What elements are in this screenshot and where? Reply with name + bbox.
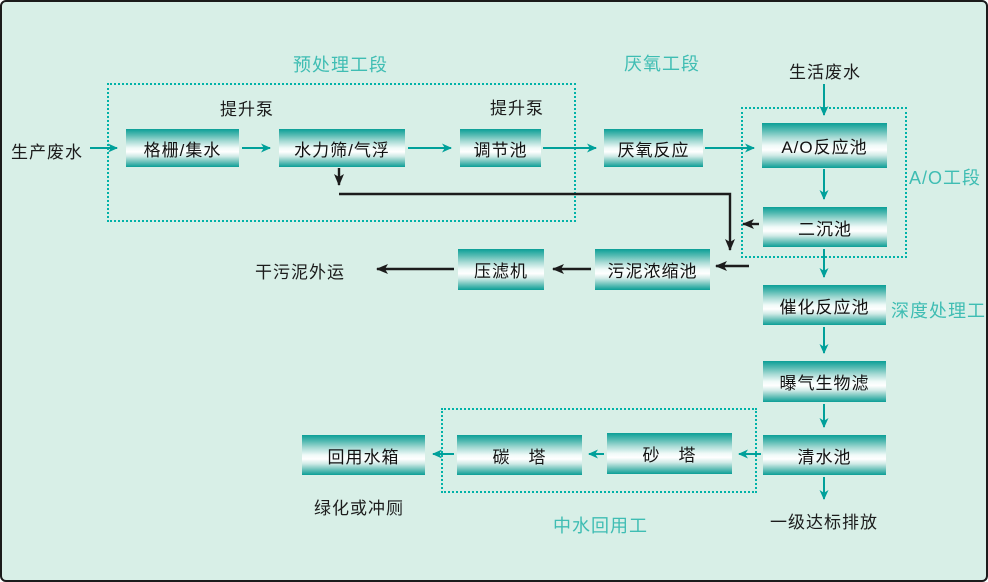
label-lift-pump-1: 提升泵	[220, 100, 274, 119]
node-anaerobic-reactor: 厌氧反应	[604, 129, 703, 167]
node-ao-reactor: A/O反应池	[762, 123, 887, 168]
label-domestic-wastewater: 生活废水	[789, 63, 861, 82]
label-greening-or-flushing: 绿化或冲厕	[314, 499, 404, 518]
node-catalytic-reactor: 催化反应池	[763, 285, 886, 325]
label-grade1-discharge: 一级达标排放	[770, 513, 878, 532]
reuse-section-label: 中水回用工	[553, 516, 648, 536]
node-clear-water-tank: 清水池	[763, 435, 886, 475]
node-sand-tower: 砂 塔	[607, 433, 732, 474]
node-filter-press: 压滤机	[458, 249, 544, 290]
node-hydro-screen: 水力筛/气浮	[279, 129, 405, 167]
node-sludge-thickener: 污泥浓缩池	[595, 249, 710, 290]
node-carbon-tower: 碳 塔	[457, 435, 582, 475]
ao-section-label: A/O工段	[909, 168, 982, 188]
label-dry-sludge-out: 干污泥外运	[255, 263, 345, 282]
label-lift-pump-2: 提升泵	[490, 99, 544, 118]
node-aerated-biofilter: 曝气生物滤	[763, 361, 886, 402]
node-reuse-water-tank: 回用水箱	[302, 435, 425, 475]
node-grating: 格栅/集水	[126, 129, 239, 167]
advanced-section-label: 深度处理工	[891, 301, 986, 321]
reuse-section-outline	[441, 408, 757, 493]
label-production-wastewater: 生产废水	[11, 143, 83, 162]
pretreatment-section-label: 预处理工段	[293, 55, 388, 75]
node-secondary-clarifier: 二沉池	[763, 207, 887, 247]
node-regulating-tank: 调节池	[460, 129, 541, 167]
anaerobic-section-label: 厌氧工段	[624, 54, 700, 74]
